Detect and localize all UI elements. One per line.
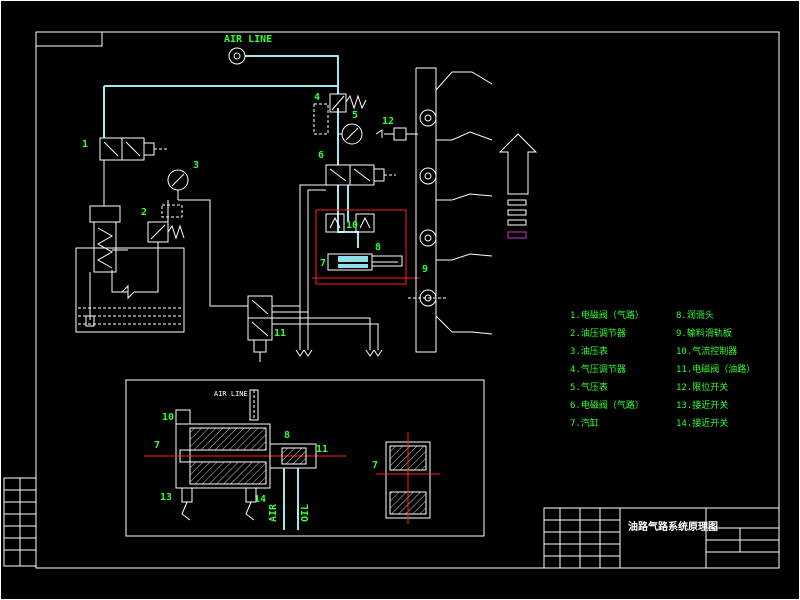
label-8: 8 [375,242,381,253]
air-line-label: AIR LINE [224,34,272,45]
legend-right-1: 8.润滑头 [676,309,714,321]
legend-left-2: 2.油压调节器 [570,327,626,339]
legend-right-6: 13.接近开关 [676,399,728,411]
legend-left-5: 5.气压表 [570,381,608,393]
air-pressure-regulator: 4 [313,92,367,135]
legend-right-3: 10.气流控制器 [676,345,737,357]
air-pressure-gauge: 5 [338,110,363,145]
detail-air-line-label: AIR LINE [214,390,248,398]
detail-air-label: AIR [268,503,279,522]
detail-view: AIR LINE 10 7 8 11 13 14 AIR OIL 7 [125,379,485,537]
legend-left-3: 3.油压表 [570,345,608,357]
air-source: AIR LINE [224,34,272,65]
label-3a: 3 [193,160,199,171]
solenoid-valve-oil-11: 11 [247,295,383,362]
detail-oil-label: OIL [300,504,311,522]
title-block-title: 油路气路系统原理图 [628,520,718,533]
legend-right-4: 11.电磁阀（油路） [676,363,755,375]
label-2: 2 [141,207,147,218]
detail-label-7b: 7 [372,460,378,471]
component-legend: 1.电磁阀（气路） 2.油压调节器 3.油压表 4.气压调节器 5.气压表 6.… [570,309,755,429]
legend-left-1: 1.电磁阀（气路） [570,309,644,321]
legend-right-2: 9.输料滑轨板 [676,327,732,339]
label-10: 10 [346,220,358,231]
cylinder-assembly: 10 7 8 [312,209,420,285]
label-5: 5 [352,110,358,121]
detail-label-13: 13 [160,492,172,503]
detail-label-10: 10 [162,412,174,423]
feed-slide-rail: 9 [408,67,493,353]
side-stamp-table [3,477,37,567]
feed-direction-arrow [498,133,538,239]
solenoid-valve-air-6: 6 [299,150,396,350]
oil-tank [75,205,185,333]
limit-switch-12: 12 [375,116,418,141]
label-7: 7 [320,258,326,269]
detail-label-7: 7 [154,440,160,451]
solenoid-valve-air-1: 1 [82,137,168,161]
label-11: 11 [274,328,286,339]
label-9: 9 [422,264,428,275]
legend-right-5: 12.限位开关 [676,381,728,393]
label-6: 6 [318,150,324,161]
label-4: 4 [314,92,320,103]
legend-left-4: 4.气压调节器 [570,363,626,375]
title-block: 油路气路系统原理图 [543,507,780,569]
legend-left-6: 6.电磁阀（气路） [570,399,644,411]
label-12: 12 [382,116,394,127]
oil-pressure-regulator: 2 [141,204,185,243]
oil-pressure-gauge: 3 [167,160,199,200]
detail-label-11: 11 [316,444,328,455]
air-supply-lines [103,55,359,248]
detail-label-8: 8 [284,430,290,441]
detail-label-14: 14 [254,494,266,505]
label-1: 1 [82,139,88,150]
oil-circuit-lines [103,160,248,307]
legend-left-7: 7.汽缸 [570,417,599,429]
legend-right-7: 14.接近开关 [676,417,728,429]
